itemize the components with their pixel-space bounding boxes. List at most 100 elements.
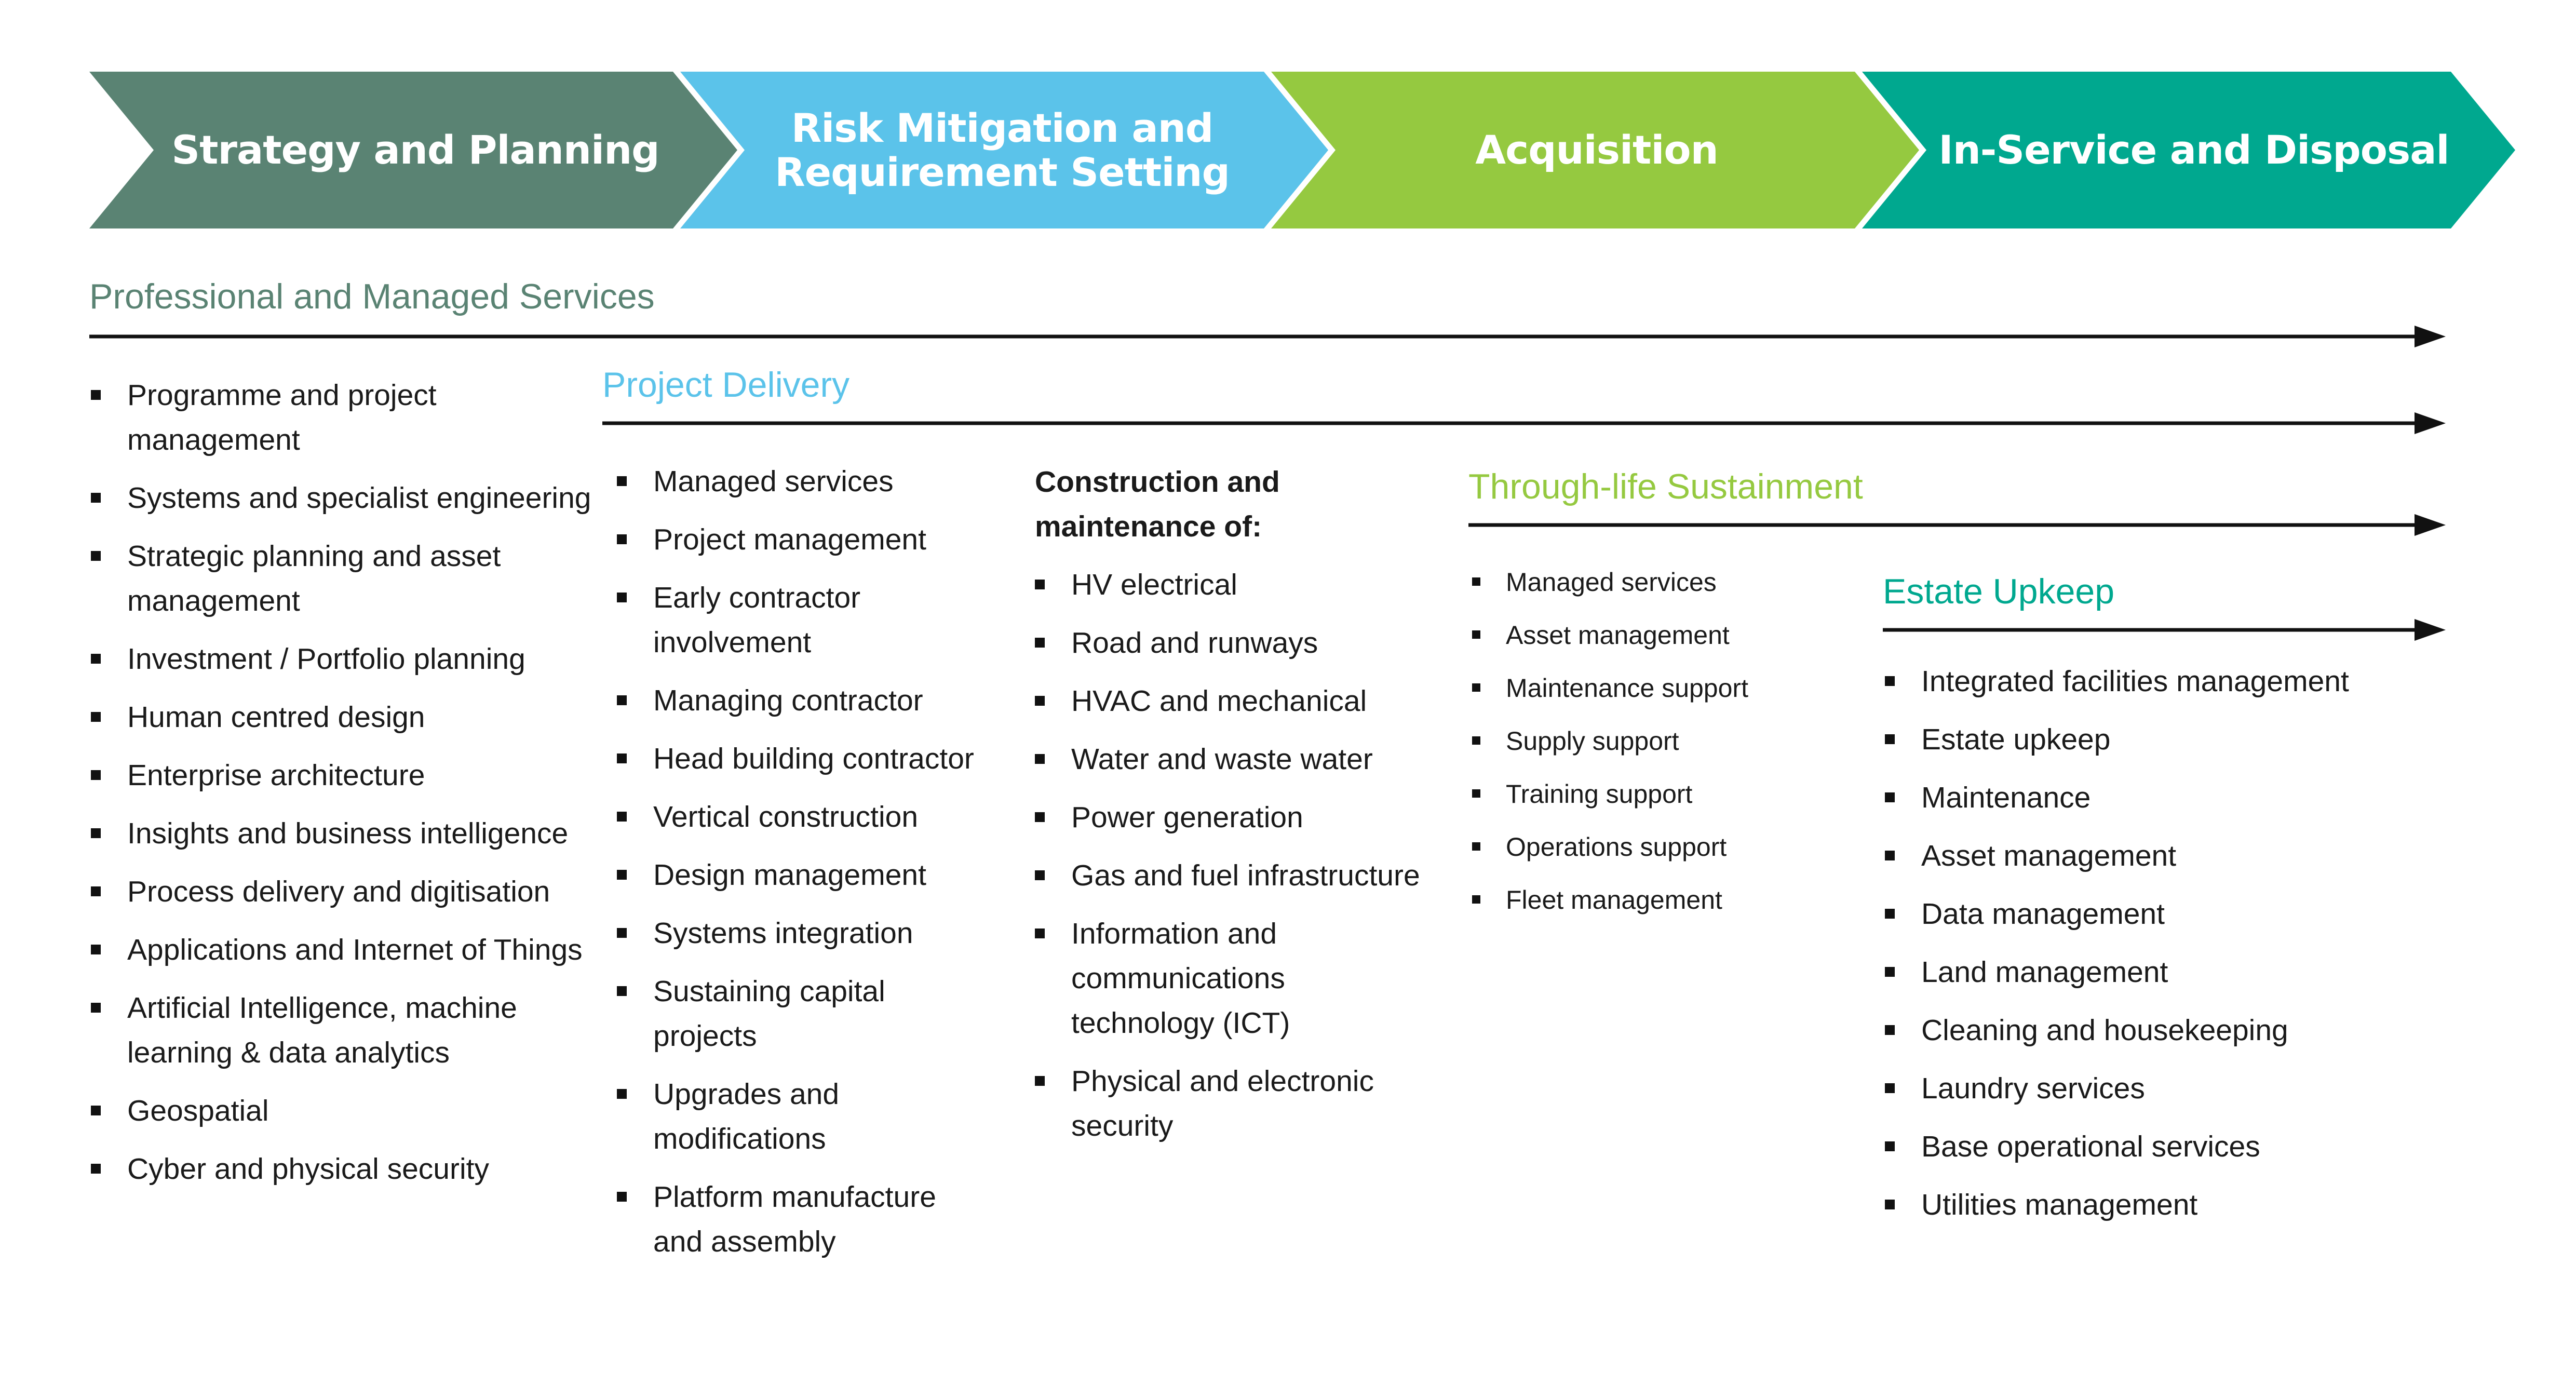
list-item: Asset management (1472, 617, 1838, 653)
list-item: Utilities management (1885, 1182, 2492, 1227)
bullet-icon (617, 928, 627, 938)
list-item: Operations support (1472, 829, 1838, 865)
list-item: Human centred design (91, 695, 610, 739)
list-item: Base operational services (1885, 1124, 2492, 1169)
bullet-icon (617, 476, 627, 486)
bullet-icon (617, 695, 627, 705)
list-item: Information and communications technolog… (1035, 911, 1424, 1045)
bullet-icon (617, 593, 627, 602)
bullet-icon (1035, 754, 1045, 764)
bullet-icon (1885, 792, 1895, 802)
bullet-icon (1885, 676, 1895, 686)
bullet-icon (91, 886, 101, 896)
list-item: Systems and specialist engineering (91, 476, 610, 520)
chevron-acquisition (1271, 72, 1919, 228)
list-item: Systems integration (617, 911, 986, 956)
bullet-icon (1885, 734, 1895, 744)
bullet-icon (1035, 870, 1045, 880)
list-item: Enterprise architecture (91, 753, 610, 798)
bullet-icon (1472, 842, 1480, 851)
sustainment-list: Managed services Asset management Mainte… (1472, 564, 1838, 935)
list-item: Cleaning and housekeeping (1885, 1008, 2492, 1053)
list-item: Applications and Internet of Things (91, 927, 610, 972)
list-item: Road and runways (1035, 621, 1424, 665)
bullet-icon (1472, 683, 1480, 692)
bullet-icon (1885, 1141, 1895, 1151)
list-item: Supply support (1472, 723, 1838, 759)
bullet-icon (617, 753, 627, 763)
list-item: Physical and electronic security (1035, 1059, 1424, 1148)
list-item: Laundry services (1885, 1066, 2492, 1111)
chevron-inservice (1862, 72, 2515, 228)
list-item: Platform manufacture and assembly (617, 1175, 986, 1264)
bullet-icon (1472, 630, 1480, 639)
bullet-icon (91, 1164, 101, 1174)
bullet-icon (1472, 577, 1480, 586)
construction-heading: Construction and maintenance of: (1035, 465, 1280, 543)
arrow-professional (89, 326, 2446, 347)
bullet-icon (91, 390, 101, 400)
list-item: Gas and fuel infrastructure (1035, 853, 1424, 898)
list-item: Water and waste water (1035, 737, 1424, 782)
construction-list: HV electrical Road and runways HVAC and … (1035, 562, 1424, 1162)
arrow-sustainment (1468, 514, 2446, 536)
arrow-estate (1883, 619, 2446, 641)
list-item: Early contractor involvement (617, 575, 986, 665)
list-item: Maintenance support (1472, 670, 1838, 706)
list-item: Power generation (1035, 795, 1424, 840)
bullet-icon (1885, 1083, 1895, 1093)
bullet-icon (617, 986, 627, 996)
bullet-icon (1035, 696, 1045, 706)
list-item: Land management (1885, 950, 2492, 994)
bullet-icon (91, 712, 101, 722)
bullet-icon (617, 1192, 627, 1202)
project-delivery-title: Project Delivery (602, 365, 850, 405)
list-item: Asset management (1885, 833, 2492, 878)
bullet-icon (91, 945, 101, 954)
list-item: Insights and business intelligence (91, 811, 610, 856)
list-item: Upgrades and modifications (617, 1072, 986, 1161)
bullet-icon (617, 812, 627, 822)
list-item: Managing contractor (617, 678, 986, 723)
list-item: Programme and project management (91, 373, 610, 462)
estate-upkeep-list: Integrated facilities management Estate … (1885, 659, 2492, 1241)
list-item: Design management (617, 853, 986, 897)
list-item: HVAC and mechanical (1035, 679, 1424, 723)
bullet-icon (91, 654, 101, 664)
bullet-icon (1472, 895, 1480, 904)
sustainment-title: Through-life Sustainment (1468, 467, 1863, 506)
bullet-icon (1885, 967, 1895, 977)
bullet-icon (91, 1106, 101, 1115)
bullet-icon (617, 870, 627, 880)
list-item: Process delivery and digitisation (91, 869, 610, 914)
bullet-icon (91, 493, 101, 503)
professional-services-title: Professional and Managed Services (89, 277, 655, 316)
list-item: Data management (1885, 892, 2492, 936)
bullet-icon (1035, 580, 1045, 589)
bullet-icon (91, 1003, 101, 1013)
arrow-project-delivery (602, 412, 2446, 434)
bullet-icon (1035, 812, 1045, 822)
bullet-icon (1885, 909, 1895, 919)
chevron-strategy (89, 72, 737, 228)
bullet-icon (91, 551, 101, 561)
list-item: Managed services (617, 459, 986, 504)
list-item: Fleet management (1472, 882, 1838, 918)
list-item: Sustaining capital projects (617, 969, 986, 1058)
estate-upkeep-title: Estate Upkeep (1883, 572, 2115, 611)
list-item: Maintenance (1885, 775, 2492, 820)
bullet-icon (617, 534, 627, 544)
bullet-icon (1472, 789, 1480, 798)
professional-services-list: Programme and project management Systems… (91, 373, 610, 1205)
list-item: Geospatial (91, 1088, 610, 1133)
bullet-icon (91, 770, 101, 780)
list-item: Estate upkeep (1885, 717, 2492, 762)
list-item: Cyber and physical security (91, 1147, 610, 1191)
chevron-risk (680, 72, 1328, 228)
list-item: Artificial Intelligence, machine learnin… (91, 986, 610, 1075)
chevron-label-strategy: Strategy and Planning (171, 127, 659, 173)
list-item: Training support (1472, 776, 1838, 812)
bullet-icon (1035, 1076, 1045, 1086)
